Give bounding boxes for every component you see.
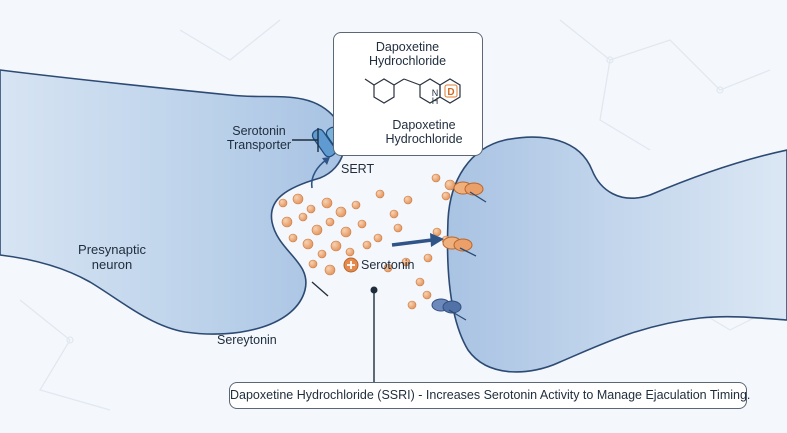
caption-box: Dapoxetine Hydrochloride (SSRI) - Increa… bbox=[229, 382, 751, 409]
serotonin-molecule bbox=[345, 247, 355, 257]
receptor-top bbox=[453, 181, 487, 203]
serotonin-molecule bbox=[393, 223, 403, 233]
serotonin-molecule bbox=[403, 195, 413, 205]
serotonin-molecule bbox=[325, 217, 335, 227]
serotonin-molecule bbox=[298, 212, 308, 222]
presynaptic-neuron bbox=[0, 69, 346, 335]
serotonin-molecule bbox=[362, 240, 372, 250]
serotonin-molecule bbox=[423, 253, 433, 263]
serotonin-molecule bbox=[441, 191, 451, 201]
sereytonin-label: Sereytonin bbox=[217, 333, 277, 347]
serotonin-molecule bbox=[321, 197, 333, 209]
serotonin-molecule bbox=[407, 300, 417, 310]
serotonin-molecule bbox=[401, 257, 411, 267]
serotonin-molecule bbox=[278, 198, 288, 208]
serotonin-molecule bbox=[281, 216, 293, 228]
serotonin-molecule bbox=[432, 227, 442, 237]
ring-letter: D bbox=[447, 87, 454, 98]
serotonin-molecule bbox=[308, 259, 318, 269]
serotonin-molecule bbox=[373, 233, 383, 243]
sert-label: SERT bbox=[341, 162, 375, 176]
serotonin-molecule bbox=[422, 290, 432, 300]
serotonin-molecule bbox=[340, 226, 352, 238]
receptor-middle bbox=[442, 236, 477, 257]
serotonin-molecule bbox=[351, 200, 361, 210]
postsynaptic-neuron bbox=[446, 136, 787, 373]
serotonin-molecule bbox=[431, 173, 441, 183]
serotonin-molecule bbox=[415, 277, 425, 287]
serotonin-molecule bbox=[444, 179, 456, 191]
nh-label: N H bbox=[431, 88, 439, 107]
serotonin-molecule bbox=[302, 238, 314, 250]
receptor-bottom bbox=[431, 298, 467, 321]
serotonin-molecule bbox=[357, 219, 367, 229]
diffusion-arrow bbox=[391, 238, 433, 247]
serotonin-molecule bbox=[288, 233, 298, 243]
serotonin-molecule bbox=[324, 264, 336, 276]
serotonin-molecule bbox=[389, 209, 399, 219]
drug-structure-box: Dapoxetine Hydrochloride D N H Dapoxetin… bbox=[333, 32, 483, 156]
serotonin-label: Serotonin bbox=[361, 258, 415, 272]
serotonin-molecules bbox=[278, 173, 456, 310]
serotonin-molecule bbox=[317, 249, 327, 259]
drug-subtitle: Dapoxetine Hydrochloride bbox=[385, 118, 463, 147]
reuptake-arrow bbox=[310, 159, 327, 189]
cleft-tick bbox=[311, 281, 329, 297]
molecule-structure: D bbox=[364, 78, 461, 104]
transporter-label: Serotonin Transporter bbox=[226, 124, 292, 153]
serotonin-molecule bbox=[311, 224, 323, 236]
serotonin-molecule bbox=[306, 204, 316, 214]
serotonin-molecule bbox=[292, 193, 304, 205]
drug-title: Dapoxetine Hydrochloride bbox=[368, 40, 447, 69]
serotonin-molecule bbox=[375, 189, 385, 199]
serotonin-molecule bbox=[330, 240, 342, 252]
caption-text: Dapoxetine Hydrochloride (SSRI) - Increa… bbox=[230, 388, 751, 402]
presynaptic-label: Presynaptic neuron bbox=[78, 242, 146, 272]
serotonin-molecule bbox=[383, 263, 393, 273]
serotonin-molecule bbox=[335, 206, 347, 218]
